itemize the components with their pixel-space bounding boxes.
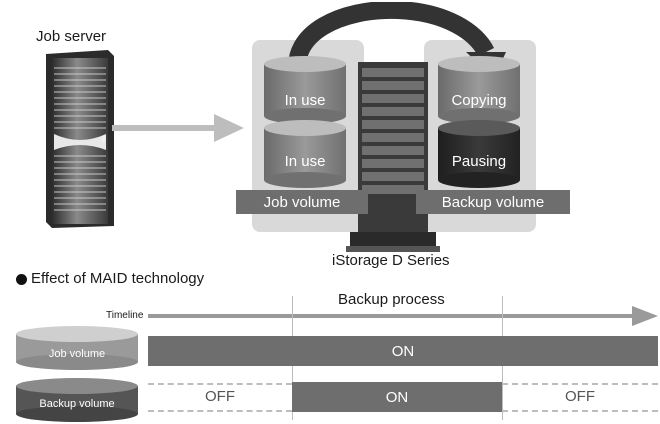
timeline-label: Timeline [106, 310, 144, 321]
off-segment-2-top [502, 383, 658, 385]
off-segment-2-bottom [502, 410, 658, 412]
backup-volume-label: Backup volume [441, 193, 545, 211]
connection-arrow [112, 114, 244, 142]
disk-cylinders [264, 56, 520, 188]
maid-heading: Effect of MAID technology [31, 270, 205, 287]
backup-volume-disk [16, 378, 138, 422]
backup-volume-row-label: Backup volume [39, 398, 115, 410]
job-on-bar: ON [148, 336, 658, 366]
server-rack-icon [46, 50, 114, 228]
off-segment-1-top [148, 383, 292, 385]
bullet-dot [16, 274, 27, 285]
backup-volume-bar: Backup volume [416, 190, 570, 214]
left-bottom-status: In use [284, 153, 326, 170]
series-label: iStorage D Series [332, 252, 450, 269]
backup-on-bar: ON [292, 382, 502, 412]
storage-array-icon [346, 62, 440, 252]
job-on-text: ON [391, 342, 415, 360]
right-bottom-status: Pausing [451, 153, 507, 170]
backup-process-label: Backup process [338, 291, 445, 308]
off-text-2: OFF [565, 388, 595, 405]
job-server-label: Job server [36, 28, 107, 45]
right-top-status: Copying [451, 92, 507, 109]
backup-on-text: ON [385, 388, 409, 406]
off-text-1: OFF [205, 388, 235, 405]
job-volume-disk [16, 326, 138, 370]
timeline-arrow [148, 306, 658, 326]
job-volume-bar: Job volume [236, 190, 368, 214]
job-volume-label: Job volume [263, 193, 341, 211]
job-volume-row-label: Job volume [48, 348, 106, 360]
left-top-status: In use [284, 92, 326, 109]
off-segment-1-bottom [148, 410, 292, 412]
